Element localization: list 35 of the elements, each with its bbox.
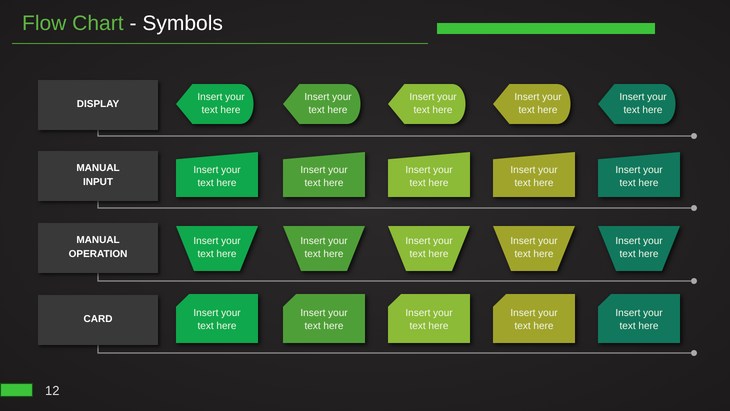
symbol-text: Insert your text here: [614, 164, 664, 190]
row-header-panel: [38, 295, 158, 345]
row-label: DISPLAY: [76, 98, 120, 112]
symbol-text: Insert your text here: [408, 91, 458, 117]
row-header-panel: [38, 223, 158, 273]
row-header-panel: [38, 80, 158, 130]
connector-line: [97, 345, 691, 354]
symbol-text: Insert your text here: [618, 91, 668, 117]
symbol-text: Insert your text here: [299, 234, 349, 260]
symbol-text: Insert your text here: [192, 307, 242, 333]
connector-line: [97, 130, 691, 137]
symbol-text: Insert your text here: [614, 234, 664, 260]
page-number: 12: [45, 382, 60, 400]
row-header-panel: [38, 151, 158, 201]
row-label: MANUAL INPUT: [75, 162, 121, 190]
connector-line: [97, 201, 691, 209]
title-suffix: - Symbols: [130, 11, 223, 37]
symbol-text: Insert your text here: [404, 164, 454, 190]
symbol-text: Insert your text here: [303, 91, 353, 117]
symbol-text: Insert your text here: [509, 164, 559, 190]
symbol-text: Insert your text here: [404, 307, 454, 333]
symbol-text: Insert your text here: [404, 234, 454, 260]
symbol-text: Insert your text here: [299, 164, 349, 190]
symbol-text: Insert your text here: [192, 234, 242, 260]
symbol-text: Insert your text here: [299, 307, 349, 333]
symbol-text: Insert your text here: [196, 91, 246, 117]
symbol-text: Insert your text here: [614, 307, 664, 333]
row-label: CARD: [84, 313, 112, 327]
symbol-text: Insert your text here: [509, 234, 559, 260]
title: Flow Chart: [22, 11, 124, 37]
symbol-text: Insert your text here: [513, 91, 563, 117]
symbol-text: Insert your text here: [192, 164, 242, 190]
connector-line: [97, 273, 691, 282]
symbol-text: Insert your text here: [509, 307, 559, 333]
row-label: MANUAL OPERATION: [68, 234, 128, 262]
